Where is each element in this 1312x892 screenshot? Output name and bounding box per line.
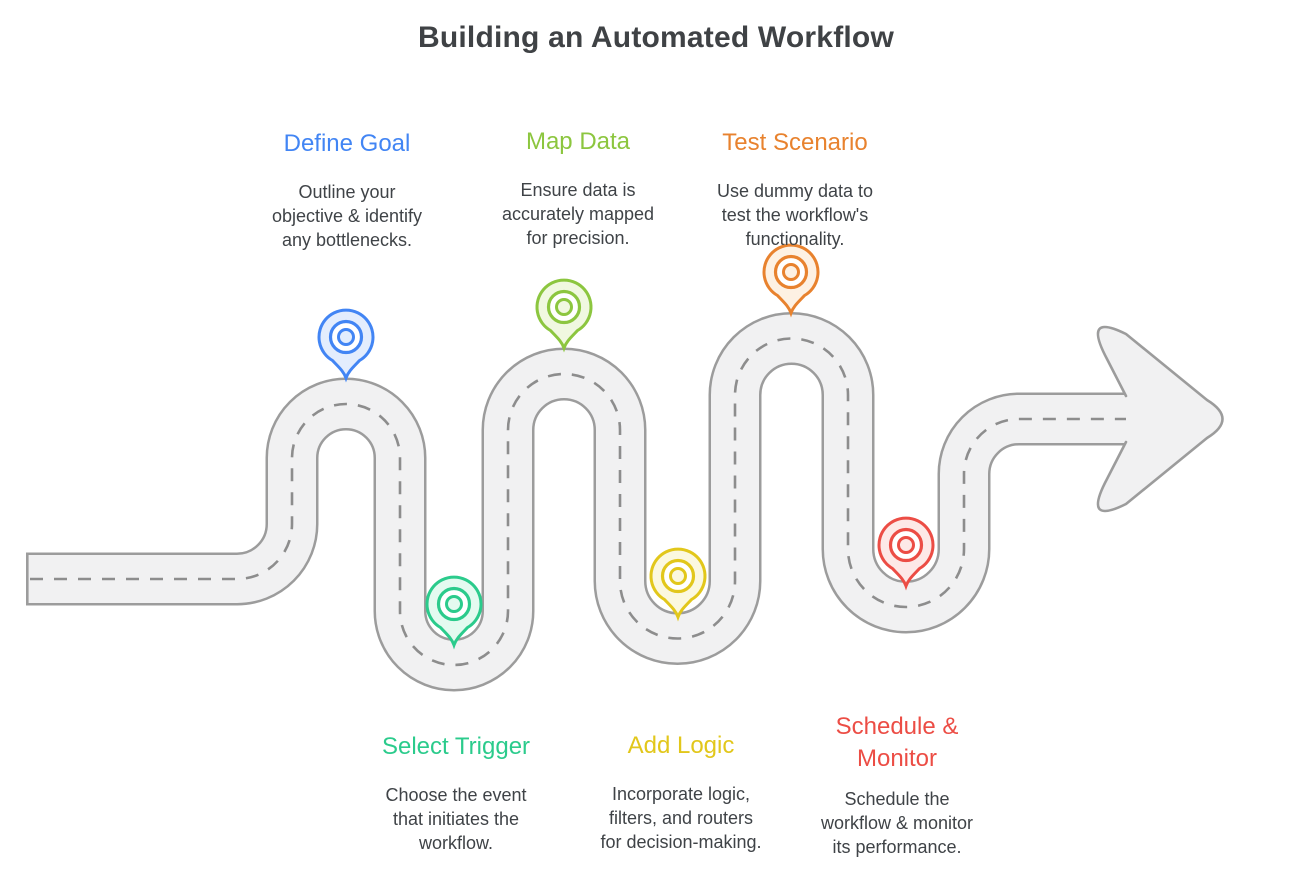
milestone-title: Test Scenario xyxy=(722,129,868,156)
milestone-title: Add Logic xyxy=(627,732,735,759)
milestone-description: Schedule the workflow & monitor its perf… xyxy=(820,789,974,857)
milestone-select-trigger: Select Trigger Choose the event that ini… xyxy=(382,731,530,855)
milestone-test-scenario: Test Scenario Use dummy data to test the… xyxy=(717,127,873,251)
pin-inner-dot xyxy=(897,536,915,554)
milestone-description: Use dummy data to test the workflow's fu… xyxy=(716,181,874,249)
pin-inner-dot xyxy=(445,595,463,613)
pin-inner-dot xyxy=(782,263,800,281)
milestone-title: Define Goal xyxy=(283,130,411,157)
milestone-description: Outline your objective & identify any bo… xyxy=(271,182,423,250)
milestone-define-goal: Define Goal Outline your objective & ide… xyxy=(272,128,422,252)
location-pin-icon-select-trigger xyxy=(425,575,483,647)
location-pin-icon-schedule-monitor xyxy=(877,516,935,588)
arrow-head-outline xyxy=(1096,325,1224,513)
arrow-head xyxy=(1097,326,1223,512)
pin-inner-dot xyxy=(669,567,687,585)
location-pin-icon-define-goal xyxy=(317,308,375,380)
milestone-description: Incorporate logic, filters, and routers … xyxy=(600,784,762,852)
location-pin-icon-test-scenario xyxy=(762,243,820,315)
milestone-title: Schedule & Monitor xyxy=(835,713,959,772)
milestone-title: Map Data xyxy=(525,128,631,155)
milestone-map-data: Map Data Ensure data is accurately mappe… xyxy=(502,126,654,250)
milestone-description: Choose the event that initiates the work… xyxy=(385,785,527,853)
milestone-add-logic: Add Logic Incorporate logic, filters, an… xyxy=(600,730,761,854)
road-centerline-dashes xyxy=(30,337,1130,667)
milestone-description: Ensure data is accurately mapped for pre… xyxy=(501,180,655,248)
milestone-title: Select Trigger xyxy=(381,733,531,760)
page-title: Building an Automated Workflow xyxy=(418,21,894,54)
pin-inner-dot xyxy=(337,328,355,346)
milestone-schedule-monitor: Schedule & Monitor Schedule the workflow… xyxy=(821,711,973,859)
location-pin-icon-add-logic xyxy=(649,547,707,619)
pin-inner-dot xyxy=(555,298,573,316)
location-pin-icon-map-data xyxy=(535,278,593,350)
